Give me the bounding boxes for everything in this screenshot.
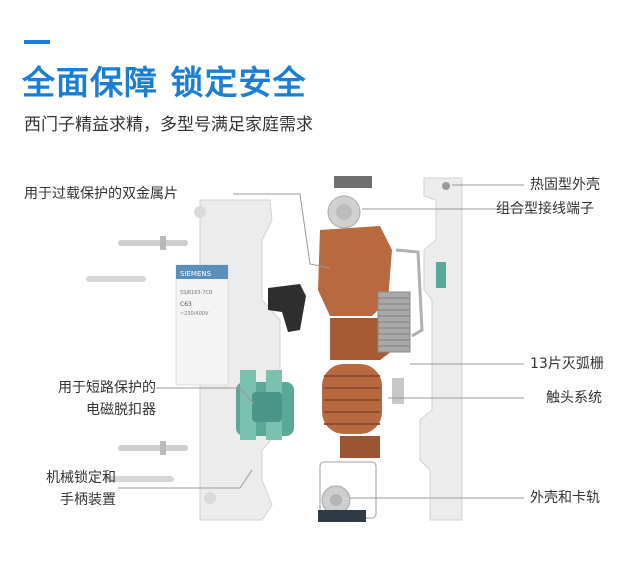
page-title: 全面保障 锁定安全 [22, 63, 307, 102]
label-rail: 外壳和卡轨 [530, 490, 600, 506]
label-lock-line2: 手柄装置 [60, 492, 116, 508]
rating-label: C63 [180, 301, 192, 308]
brand-label: SIEMENS [180, 270, 212, 278]
page-subtitle: 西门子精益求精，多型号满足家庭需求 [24, 115, 313, 135]
label-terminal: 组合型接线端子 [496, 201, 594, 217]
label-bimetal: 用于过载保护的双金属片 [24, 186, 178, 202]
label-magnetic-line2: 电磁脱扣器 [86, 402, 156, 418]
label-shell: 热固型外壳 [530, 177, 600, 193]
leader-lines [118, 184, 524, 499]
magnetic-trip-unit [236, 370, 294, 440]
voltage-label: ~230/400V [180, 311, 209, 317]
label-contact-system: 触头系统 [546, 390, 602, 406]
handle [268, 284, 306, 332]
right-shell [419, 177, 463, 521]
label-arc-chute: 13片灭弧栅 [530, 356, 604, 372]
label-lock-line1: 机械锁定和 [46, 470, 116, 486]
model-label: 5SJ6163-7CR [180, 290, 213, 296]
screw-pins [86, 236, 188, 482]
contact-mechanism [318, 176, 424, 522]
title-accent-bar [24, 40, 50, 44]
left-shell: SIEMENS 5SJ6163-7CR C63 ~230/400V [175, 199, 281, 521]
label-magnetic-line1: 用于短路保护的 [58, 380, 156, 396]
